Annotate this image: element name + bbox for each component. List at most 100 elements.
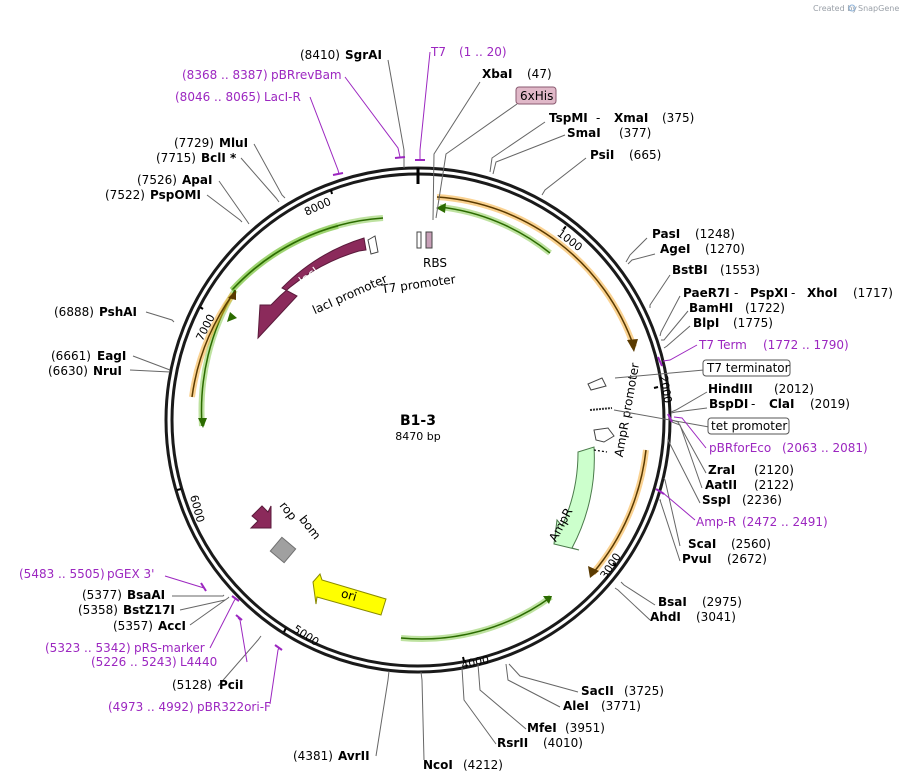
enzyme-pos-rsrii: (4010) (543, 736, 583, 750)
tick-mark (462, 656, 465, 662)
rbs-marker (425, 231, 433, 249)
orf-arrowhead (627, 339, 638, 352)
ampr-arrow (553, 446, 595, 551)
enzyme-name-sacii: SacII (581, 684, 614, 698)
enzyme-name-bamhi: BamHI (689, 301, 733, 315)
primer-range-pbrforeco: (2063 .. 2081) (782, 441, 868, 455)
t7-promoter-label: T7 promoter (380, 272, 457, 296)
enzyme-name-xbai: XbaI (482, 67, 512, 81)
t7-promoter-marker (416, 231, 422, 249)
enzyme-name-scai: ScaI (688, 537, 716, 551)
bom-marker (269, 536, 297, 564)
enzyme-pos-pshai: (6888) (54, 305, 94, 319)
primer-name-laci-r: LacI-R (264, 90, 301, 104)
enzyme-pos-psii: (665) (629, 148, 661, 162)
tick-mark (283, 627, 287, 633)
orf-arc-green (400, 596, 552, 640)
t7-terminator-box (702, 359, 791, 377)
orf-arc-orange (191, 293, 234, 398)
primer-name-pgex3: pGEX 3' (107, 567, 154, 581)
orf-arc-green-glow (439, 204, 552, 256)
tick-label: 8000 (302, 195, 333, 219)
enzyme-name-bsaai: BsaAI (127, 588, 165, 602)
enzyme-pos-hindiii: (2012) (774, 382, 814, 396)
t7-terminator-label: T7 terminator (706, 361, 790, 375)
enzyme-pos-eagi: (6661) (51, 349, 91, 363)
tet-promoter-box (707, 417, 790, 435)
enzyme-name-xmai: XmaI (614, 111, 648, 125)
orf-arrowhead (227, 312, 237, 322)
primer-name-prs-marker: pRS-marker (134, 641, 205, 655)
enzyme-name-ahdi: AhdI (650, 610, 681, 624)
primer-name-pbrrevbam: pBRrevBam (271, 68, 342, 82)
primer-name-t7: T7 (430, 45, 446, 59)
primer-range-pgex3: (5483 .. 5505) (19, 567, 105, 581)
enzyme-sep: - (596, 111, 600, 125)
ampr-start-marker (593, 449, 608, 453)
enzyme-name-pasi: PasI (652, 227, 680, 241)
primer-name-amp-r: Amp-R (696, 515, 736, 529)
rbs-label: RBS (423, 256, 447, 270)
plasmid-name: B1-3 (400, 413, 436, 429)
tick-label: 4000 (460, 653, 490, 672)
orf-arc-green (439, 206, 551, 254)
enzyme-pos-bcli: (7715) (156, 151, 196, 165)
laci-promoter-arrow (367, 235, 379, 255)
orf-arrowhead (228, 290, 236, 300)
primer-name-t7-term: T7 Term (698, 338, 747, 352)
enzyme-name-xhoi: XhoI (807, 286, 838, 300)
6xhis-badge (515, 86, 557, 105)
enzyme-name-bsai: BsaI (658, 595, 687, 609)
enzyme-name-alei: AleI (563, 699, 589, 713)
enzyme-name-pspxi: PspXI (750, 286, 788, 300)
tet-promoter-glyph (589, 407, 613, 411)
enzyme-name-pcii: PciI (219, 678, 244, 692)
enzyme-name-rsrii: RsrII (497, 736, 528, 750)
enzyme-pos-sgrai: (8410) (300, 48, 340, 62)
enzyme-pos-aatii: (2122) (754, 478, 794, 492)
tick-mark (199, 306, 204, 310)
rop-arrow (249, 505, 272, 529)
enzyme-pos-bstbi: (1553) (720, 263, 760, 277)
enzyme-pos-sspi: (2236) (742, 493, 782, 507)
enzyme-pos-acci: (5357) (113, 619, 153, 633)
enzyme-name-agei: AgeI (660, 242, 690, 256)
credit-brand: SnapGene (858, 4, 899, 13)
enzyme-pos-bsaai: (5377) (82, 588, 122, 602)
tick-mark (330, 189, 333, 195)
tick-mark (612, 562, 617, 567)
primer-range-pbr322ori-f: (4973 .. 4992) (108, 700, 194, 714)
enzyme-pos-ncoi: (4212) (463, 758, 503, 772)
leader-lines (129, 59, 710, 761)
enzyme-name-nrui: NruI (93, 364, 122, 378)
enzyme-name-apai: ApaI (182, 173, 212, 187)
tick-mark (562, 225, 567, 231)
orf-arrowhead (436, 203, 446, 213)
bom-label: bom (296, 513, 323, 543)
enzyme-name-mfei: MfeI (527, 721, 557, 735)
primer-name-pbr322ori-f: pBR322ori-F (197, 700, 271, 714)
enzyme-sep: - (734, 286, 738, 300)
enzyme-name-bstz17i: BstZ17I (123, 603, 175, 617)
enzyme-name-acci: AccI (158, 619, 186, 633)
ori-arrow (312, 573, 387, 616)
enzyme-name-smai: SmaI (567, 126, 601, 140)
orf-arc-green (231, 217, 384, 291)
enzyme-pos-apai: (7526) (137, 173, 177, 187)
enzyme-name-bcli: BclI * (201, 151, 237, 165)
orf-arc-orange (436, 196, 635, 348)
enzyme-name-avrii: AvrII (338, 749, 370, 763)
enzyme-pos-xhoi: (1717) (853, 286, 893, 300)
enzyme-name-paer7i: PaeR7I (683, 286, 730, 300)
enzyme-pos-clai: (2019) (810, 397, 850, 411)
enzyme-pos-bstz17i: (5358) (78, 603, 118, 617)
tick-mark (176, 488, 182, 491)
enzyme-pos-sacii: (3725) (624, 684, 664, 698)
enzyme-name-tspmi: TspMI (549, 111, 588, 125)
enzyme-pos-alei: (3771) (601, 699, 641, 713)
orf-arc-orange-glow (436, 194, 637, 348)
enzyme-pos-zrai: (2120) (754, 463, 794, 477)
ori-label: ori (339, 586, 358, 604)
enzyme-name-hindiii: HindIII (708, 382, 753, 396)
